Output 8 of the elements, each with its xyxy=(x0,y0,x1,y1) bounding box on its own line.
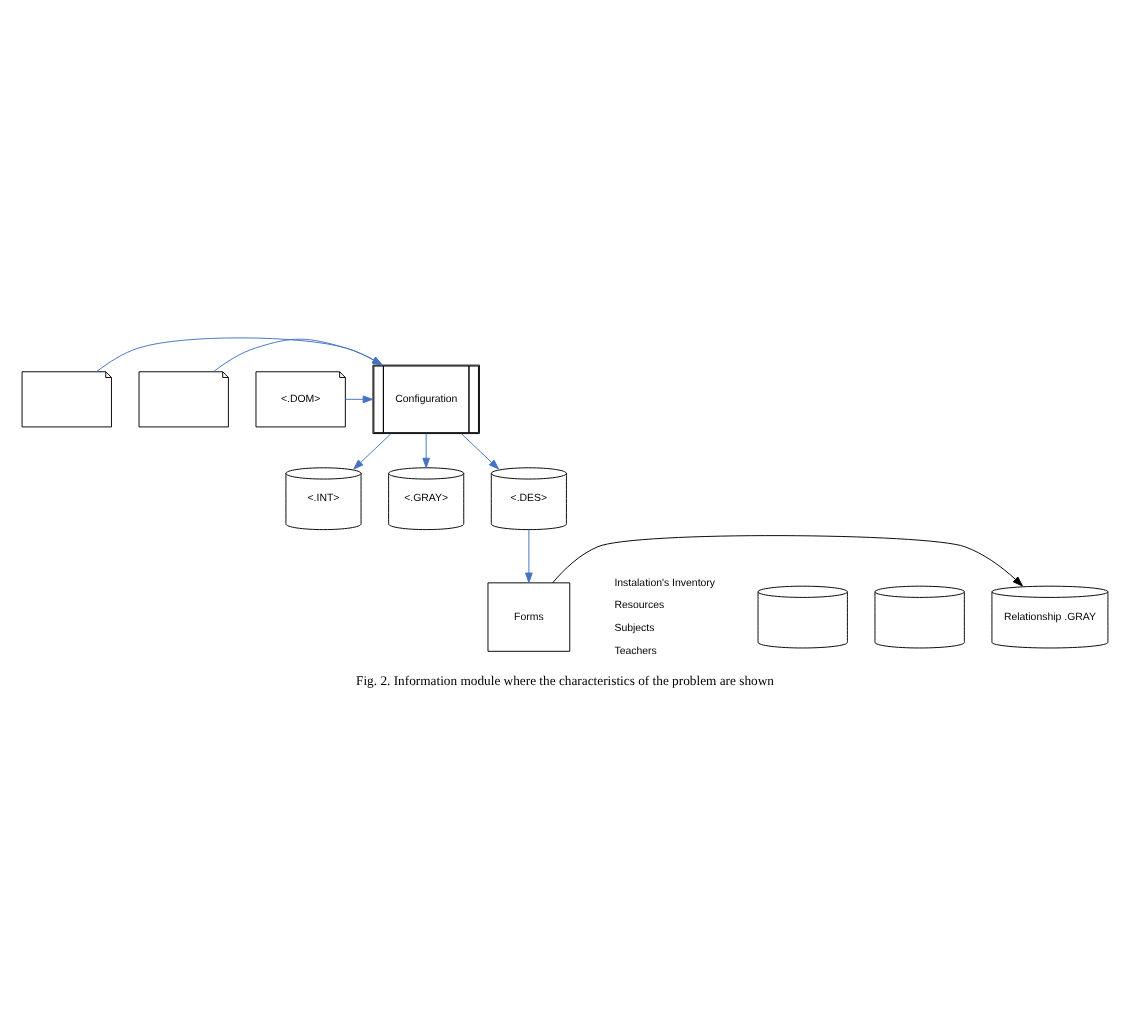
arrow xyxy=(345,395,374,404)
arrow xyxy=(461,433,500,470)
arrow xyxy=(213,338,383,373)
arrow xyxy=(525,529,533,583)
arrow xyxy=(422,433,430,469)
arrow xyxy=(552,535,1023,587)
arrow xyxy=(96,337,383,373)
arrow xyxy=(353,433,392,470)
